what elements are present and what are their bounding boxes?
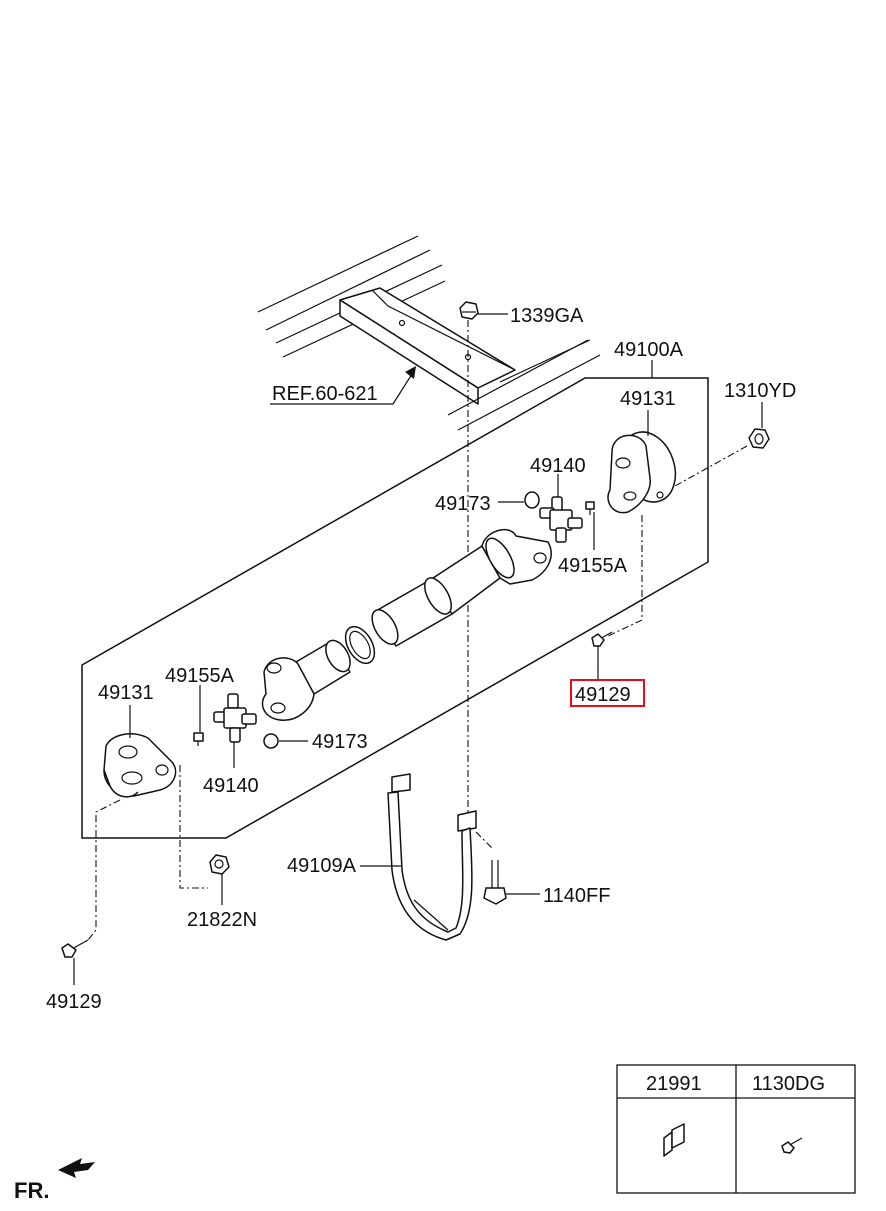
label-49100A: 49100A (614, 339, 684, 361)
shaft-rear-section-icon (371, 528, 552, 647)
safety-strap-icon (387, 773, 477, 941)
bolt-49129-bottom-icon (61, 939, 89, 958)
flange-yoke-top-icon (607, 431, 677, 514)
label-front: FR. (14, 1178, 49, 1203)
label-21822N: 21822N (187, 909, 257, 931)
center-ring-icon (344, 625, 376, 665)
grease-fitting-top-icon (585, 501, 595, 515)
highlight-box (570, 679, 645, 707)
label-49140-left: 49140 (203, 775, 259, 797)
nut-1339GA-icon (459, 301, 508, 815)
cross-joint-top-icon (539, 496, 583, 543)
flange-yoke-left-icon (103, 733, 177, 798)
label-1140FF: 1140FF (543, 885, 610, 907)
label-ref: REF.60-621 (272, 383, 378, 405)
nut-21822N-icon (209, 854, 230, 875)
grease-fitting-left-icon (193, 732, 204, 746)
cross-joint-left-icon (213, 693, 257, 743)
bolt-1140FF-icon (475, 831, 507, 905)
label-49131-top: 49131 (620, 388, 676, 410)
label-49155A-left: 49155A (165, 665, 235, 687)
clip-21991-icon (663, 1123, 685, 1157)
label-49129-bottom: 49129 (46, 991, 102, 1013)
table-header-1130DG: 1130DG (752, 1073, 825, 1095)
label-1339GA: 1339GA (510, 305, 584, 327)
assembly-outline (81, 377, 709, 839)
snap-ring-top-icon (524, 491, 540, 509)
snap-ring-left-icon (263, 733, 279, 749)
shaft-front-section-icon (261, 639, 351, 721)
table-header-21991: 21991 (646, 1073, 702, 1095)
bolt-1130DG-icon (781, 1137, 803, 1154)
ref-arrow-icon (405, 366, 416, 379)
label-49173-top: 49173 (435, 493, 491, 515)
label-49173-left: 49173 (312, 731, 368, 753)
label-49129-highlight[interactable]: 49129 (575, 684, 631, 706)
label-1310YD: 1310YD (724, 380, 796, 402)
frame-crossmember (257, 235, 601, 431)
label-49155A-top: 49155A (558, 555, 628, 577)
label-49109A: 49109A (287, 855, 357, 877)
label-49140-top: 49140 (530, 455, 586, 477)
bolt-49129-top-icon (591, 631, 613, 647)
parts-table (616, 1064, 856, 1194)
nut-1310YD-icon (674, 402, 770, 487)
front-arrow-icon (58, 1158, 95, 1178)
label-49131-left: 49131 (98, 682, 154, 704)
